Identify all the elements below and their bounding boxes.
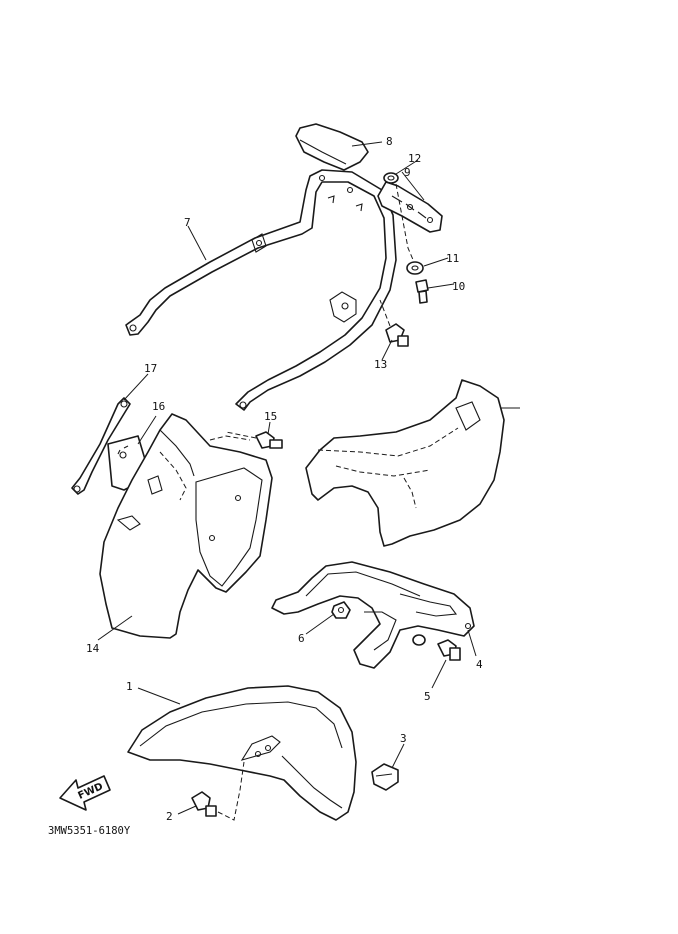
callout-6: 6 [298, 632, 305, 645]
drawing-code: 3MW5351-6180Y [48, 825, 131, 837]
nut-6 [331, 601, 351, 619]
assembly-line-2 [217, 761, 245, 821]
callout-3: 3 [400, 732, 407, 745]
callout-labels: 1 2 3 4 5 6 7 8 9 10 11 12 13 14 15 16 1… [86, 135, 483, 823]
stay-rod [71, 397, 131, 495]
callout-2: 2 [166, 810, 173, 823]
callout-9: 9 [404, 166, 411, 179]
assembly-line-15 [225, 431, 257, 439]
fender-bracket [271, 561, 475, 669]
rear-fender-outline [305, 379, 520, 547]
callout-1: 1 [126, 680, 133, 693]
bolt-13 [385, 323, 409, 347]
backrest-bracket [377, 181, 443, 233]
grab-bar-frame [125, 169, 397, 411]
leader-lines [97, 141, 477, 815]
inner-fender-panel [99, 413, 273, 639]
clip-3 [371, 763, 399, 791]
front-fender [127, 685, 357, 821]
callout-11: 11 [446, 252, 459, 265]
bolt-15 [255, 431, 283, 449]
callout-8: 8 [386, 135, 393, 148]
assembly-line-12 [395, 183, 415, 263]
backrest-pad [295, 123, 369, 171]
bolt-10 [415, 279, 429, 304]
callout-17: 17 [144, 362, 157, 375]
assembly-line-13 [379, 299, 391, 327]
callout-10: 10 [452, 280, 465, 293]
bolt-5 [412, 634, 461, 661]
callout-4: 4 [476, 658, 483, 671]
callout-12: 12 [408, 152, 421, 165]
callout-14: 14 [86, 642, 100, 655]
callout-13: 13 [374, 358, 387, 371]
washer-11 [406, 261, 424, 275]
callout-16: 16 [152, 400, 165, 413]
forward-arrow-icon: FWD [59, 775, 111, 811]
washer-12 [383, 172, 399, 184]
bolt-2 [191, 791, 217, 817]
callout-7: 7 [184, 216, 191, 229]
callout-15: 15 [264, 410, 277, 423]
callout-5: 5 [424, 690, 431, 703]
